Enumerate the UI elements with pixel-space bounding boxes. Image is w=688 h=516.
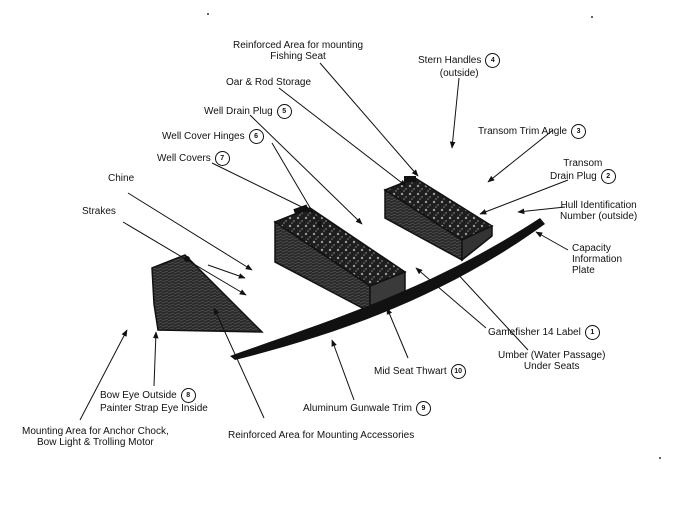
reinforced-fishing-seat-label: Reinforced Area for mounting Fishing Sea… — [233, 40, 364, 62]
callout-number: 8 — [180, 388, 196, 403]
callout-number: 5 — [276, 104, 292, 119]
callout-number: 1 — [584, 325, 600, 340]
reinforced-accessories-label: Reinforced Area for Mounting Accessories — [228, 430, 415, 441]
callout-number: 10 — [450, 364, 466, 379]
umber-label: Umber (Water Passage) Under Seats — [498, 350, 606, 372]
capacity-plate-label: Capacity Information Plate — [572, 243, 623, 276]
strakes-label: Strakes — [82, 206, 116, 217]
callout-number: 7 — [214, 151, 230, 166]
callout-number: 4 — [485, 53, 501, 68]
gunwale-trim — [230, 218, 545, 360]
chine-label: Chine — [108, 173, 135, 184]
hull-id-number-label: Hull Identification Number (outside) — [560, 200, 638, 222]
callout-number: 9 — [415, 401, 431, 416]
mounting-area-anchor-label: Mounting Area for Anchor Chock, Bow Ligh… — [22, 426, 169, 448]
callout-number: 3 — [571, 124, 587, 139]
callout-number: 2 — [600, 169, 616, 184]
bow-section — [151, 254, 264, 333]
oar-rod-storage-label: Oar & Rod Storage — [226, 77, 312, 88]
callout-number: 6 — [248, 129, 264, 144]
